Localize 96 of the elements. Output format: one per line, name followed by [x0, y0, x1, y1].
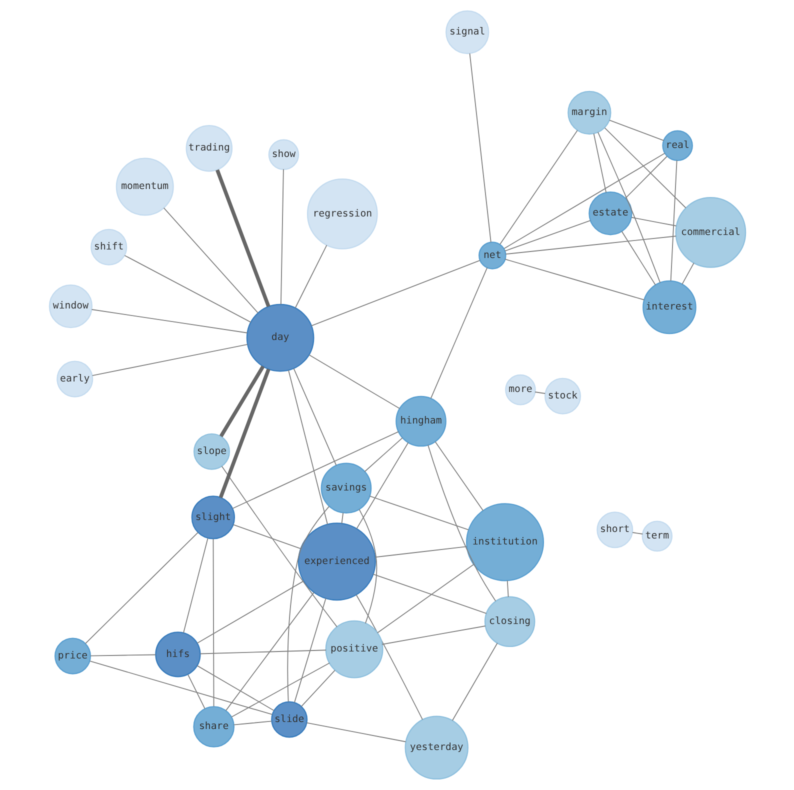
connector — [186, 674, 205, 710]
node-circle: short — [596, 512, 633, 548]
connector — [356, 442, 408, 530]
node-circle: estate — [588, 192, 632, 236]
connector — [427, 444, 496, 602]
node-circle: trading — [185, 124, 232, 172]
node-circle: share — [192, 706, 234, 748]
node-circle: interest — [642, 280, 696, 334]
connector — [608, 120, 664, 141]
connector — [232, 720, 272, 726]
connector — [308, 354, 400, 409]
connector — [220, 466, 337, 628]
connector — [358, 508, 377, 624]
node-circle: hifs — [154, 632, 200, 678]
connector — [374, 546, 467, 558]
connector — [681, 262, 694, 285]
connector — [670, 160, 677, 282]
node-circle: slight — [190, 496, 235, 540]
connector — [292, 368, 336, 466]
connector — [162, 207, 258, 314]
node-circle: institution — [466, 503, 544, 582]
node-circle: day — [246, 304, 314, 372]
connector — [632, 532, 643, 534]
connector — [430, 267, 488, 399]
node-circle: price — [54, 638, 91, 674]
node-circle: shift — [90, 228, 127, 266]
node-circle: hingham — [395, 396, 446, 447]
connector — [218, 366, 264, 438]
connector — [215, 169, 270, 308]
connector — [468, 52, 491, 243]
node-circle: margin — [567, 90, 611, 135]
node-circle: yesterday — [404, 716, 468, 780]
node-circle: signal — [445, 10, 489, 54]
node-circle: positive — [324, 620, 383, 678]
connector — [534, 392, 546, 394]
connector — [355, 594, 422, 720]
connector — [376, 564, 474, 634]
connector — [90, 654, 156, 656]
connector — [182, 538, 208, 634]
connector — [597, 132, 660, 284]
connector — [294, 598, 326, 703]
connector — [232, 524, 301, 550]
connector — [232, 431, 398, 509]
connector — [124, 255, 251, 323]
node-circle: term — [641, 520, 672, 552]
connector — [624, 156, 668, 199]
node-circle: early — [56, 360, 93, 398]
node-circle: savings — [320, 462, 372, 514]
connector — [604, 127, 686, 208]
connector — [506, 580, 508, 598]
connector — [91, 344, 248, 376]
node-circle: regression — [306, 178, 378, 250]
node-circle: net — [478, 242, 506, 270]
node-circle: slope — [193, 433, 230, 470]
connector — [196, 580, 304, 644]
connector — [372, 574, 486, 614]
connector — [368, 496, 468, 530]
connector — [592, 133, 606, 194]
connector — [434, 441, 484, 512]
connector — [300, 670, 335, 707]
connector — [310, 260, 480, 326]
connector — [499, 130, 578, 245]
connector — [199, 650, 326, 654]
node-circle: stock — [544, 378, 580, 414]
node-circle: more — [504, 374, 536, 406]
connector — [504, 220, 590, 252]
connector — [620, 230, 656, 286]
connector — [196, 665, 274, 711]
node-circle: window — [48, 284, 92, 328]
node-circle: slide — [270, 701, 308, 738]
node-circle: show — [268, 139, 299, 170]
connector — [451, 642, 498, 721]
connector — [88, 660, 272, 715]
connector — [288, 370, 328, 525]
connector — [212, 538, 214, 707]
connector — [224, 592, 314, 712]
connector — [84, 532, 198, 644]
node-circle: real — [662, 130, 692, 162]
connector — [381, 626, 486, 645]
node-circle: experienced — [297, 522, 376, 601]
node-circle: commercial — [674, 197, 746, 268]
connector — [630, 216, 676, 226]
node-circle: momentum — [115, 158, 174, 216]
connector — [364, 437, 402, 472]
connector — [286, 506, 330, 702]
connector — [218, 368, 270, 498]
connector — [230, 662, 330, 718]
connector — [280, 168, 284, 305]
connector — [503, 152, 665, 250]
connector — [90, 309, 248, 334]
connector — [504, 236, 676, 255]
connector — [306, 722, 406, 742]
connector — [340, 512, 344, 524]
node-circle: closing — [484, 596, 535, 648]
connector — [294, 244, 327, 308]
connector — [504, 258, 644, 300]
